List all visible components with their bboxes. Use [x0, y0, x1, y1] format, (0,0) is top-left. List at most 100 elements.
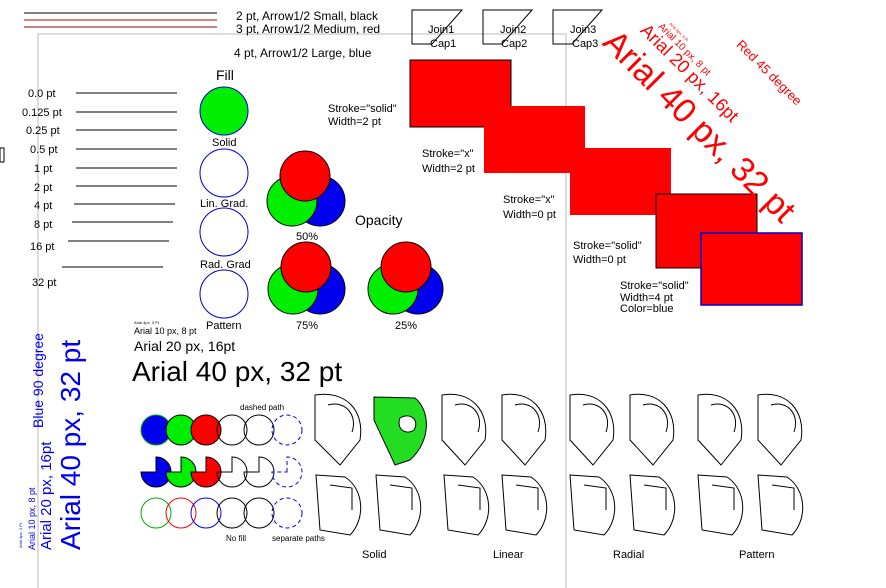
- venn-25: 25%: [367, 241, 444, 332]
- leaf-shape-linear-1: [441, 393, 487, 466]
- leaf-shape-solid-3: [315, 474, 362, 536]
- fill-radgrad-circle: [199, 207, 249, 257]
- stroke-label-1b: Width=2 pt: [328, 116, 381, 128]
- join-cap-group: Join1 Cap1 Join2 Cap2 Join3 Cap3: [411, 9, 604, 50]
- fill-label-lingrad: Lin. Grad.: [200, 198, 248, 210]
- join-label-2: Join2: [500, 24, 526, 36]
- stroke-label-4b: Width=0 pt: [573, 254, 626, 266]
- text-tiny: Arial 4px, 3 Pt: [134, 320, 160, 325]
- width-label-4: 1 pt: [34, 163, 52, 175]
- width-label-7: 8 pt: [34, 219, 52, 231]
- cap-label-3: Cap3: [572, 38, 598, 50]
- path-ring-red: [165, 497, 197, 529]
- text-small: Arial 10 px, 8 pt: [134, 326, 197, 336]
- leaf-shape-linear-3: [443, 474, 490, 536]
- leaf-shape-linear-4: [501, 474, 548, 536]
- blue-text-small: Arial 10 px, 8 pt: [27, 487, 37, 550]
- leaf-shape-radial-1: [569, 393, 615, 466]
- stroke-label-5a: Stroke="solid": [620, 280, 689, 292]
- ruler-marker: [0, 147, 5, 163]
- width-label-3: 0.5 pt: [30, 144, 58, 156]
- blue-text-medium: Arial 20 px, 16pt: [38, 441, 55, 550]
- text-medium: Arial 20 px, 16pt: [134, 338, 235, 354]
- text-samples: Arial 4px, 3 Pt Arial 10 px, 8 pt Arial …: [132, 320, 342, 387]
- path-pie-blue: [140, 456, 172, 488]
- opacity-label-50: 50%: [296, 231, 318, 243]
- blue-text-title: Blue 90 degree: [30, 333, 46, 428]
- width-label-9: 32 pt: [32, 277, 56, 289]
- fill-label-radgrad: Rad. Grad: [200, 259, 251, 271]
- path-pie-red: [190, 456, 222, 488]
- leaf-shape-pattern-4: [757, 474, 804, 536]
- join-label-3: Join3: [570, 24, 596, 36]
- nofill-label: No fill: [226, 534, 246, 543]
- path-ring-green: [140, 497, 172, 529]
- page-outline: [37, 33, 567, 588]
- leaf-shape-radial-2: [629, 393, 675, 466]
- leaf-shape-radial-3: [569, 474, 616, 536]
- path-ring-outline: [216, 497, 248, 529]
- width-label-2: 0.25 pt: [26, 125, 60, 137]
- path-circle-outline: [243, 414, 275, 446]
- line-label-blue: 4 pt, Arrow1/2 Large, blue: [234, 46, 372, 60]
- path-circle-red: [190, 414, 222, 446]
- blue-text-large: Arial 40 px, 32 pt: [55, 340, 86, 550]
- fill-samples: Fill Solid Lin. Grad. Rad. Grad Pattern: [199, 67, 251, 332]
- leaf-shape-solid-2: [373, 396, 427, 466]
- width-label-1: 0.125 pt: [22, 107, 62, 119]
- fill-pattern-circle: [199, 269, 249, 319]
- leaf-shape-radial-4: [629, 474, 676, 536]
- fill-lingrad-circle: [199, 148, 249, 198]
- join-shape-1: [411, 9, 464, 45]
- fill-kind-pattern: Pattern: [739, 549, 774, 561]
- stroke-label-5b: Width=4 pt: [620, 292, 673, 304]
- blue-text-tiny: Arial 4px, 3 Pt: [18, 522, 23, 548]
- path-circle-outline: [216, 414, 248, 446]
- cap-label-2: Cap2: [501, 38, 527, 50]
- stroke-label-5c: Color=blue: [620, 303, 674, 315]
- stroke-samples: Stroke="solid" Width=2 pt Stroke="x" Wid…: [328, 59, 803, 315]
- width-samples: 0.0 pt 0.125 pt 0.25 pt 0.5 pt 1 pt 2 pt…: [22, 88, 177, 289]
- fill-title: Fill: [216, 67, 234, 83]
- path-ring-dashed: [271, 497, 303, 529]
- stroke-label-3a: Stroke="x": [503, 194, 555, 206]
- path-ring-outline: [243, 497, 275, 529]
- leaf-shape-pattern-1: [697, 393, 743, 466]
- fill-kind-linear: Linear: [493, 549, 524, 561]
- blue-rotated-text: Arial 4px, 3 Pt Arial 10 px, 8 pt Arial …: [18, 333, 86, 550]
- opacity-title: Opacity: [355, 212, 402, 228]
- leaf-shapes: [314, 393, 804, 536]
- path-samples: dashed path No fill separate paths: [140, 403, 325, 543]
- leaf-shape-solid-4: [375, 474, 422, 536]
- line-label-red: 3 pt, Arrow1/2 Medium, red: [236, 22, 380, 36]
- width-label-0: 0.0 pt: [28, 88, 56, 100]
- separate-paths-label: separate paths: [272, 534, 325, 543]
- fill-solid-circle: [199, 86, 249, 136]
- path-circle-dashed: [271, 414, 303, 446]
- join-shape-3: [552, 9, 604, 45]
- width-label-8: 16 pt: [30, 241, 54, 253]
- stroke-box-5: [700, 232, 803, 306]
- leaf-shape-solid-1: [314, 393, 362, 466]
- fill-kind-radial: Radial: [613, 549, 644, 561]
- venn-50: 50%: [266, 150, 346, 243]
- leaf-shape-pattern-2: [757, 393, 803, 466]
- stroke-box-2: [484, 106, 585, 173]
- stroke-label-4a: Stroke="solid": [573, 240, 642, 252]
- join-shape-2: [482, 9, 534, 45]
- opacity-label-25: 25%: [395, 320, 417, 332]
- red-text-title: Red 45 degree: [733, 37, 804, 108]
- fill-label-solid: Solid: [212, 137, 236, 149]
- venn-red: [280, 241, 332, 293]
- dashed-path-label: dashed path: [240, 403, 284, 412]
- venn-red: [279, 150, 331, 202]
- width-label-5: 2 pt: [34, 182, 52, 194]
- join-label-1: Join1: [428, 24, 454, 36]
- opacity-label-75: 75%: [296, 320, 318, 332]
- line-label-black: 2 pt, Arrow1/2 Small, black: [236, 9, 379, 23]
- stroke-box-3: [570, 148, 671, 215]
- leaf-shape-pattern-3: [697, 474, 744, 536]
- path-pie-dashed: [271, 456, 303, 488]
- stroke-label-1a: Stroke="solid": [328, 103, 397, 115]
